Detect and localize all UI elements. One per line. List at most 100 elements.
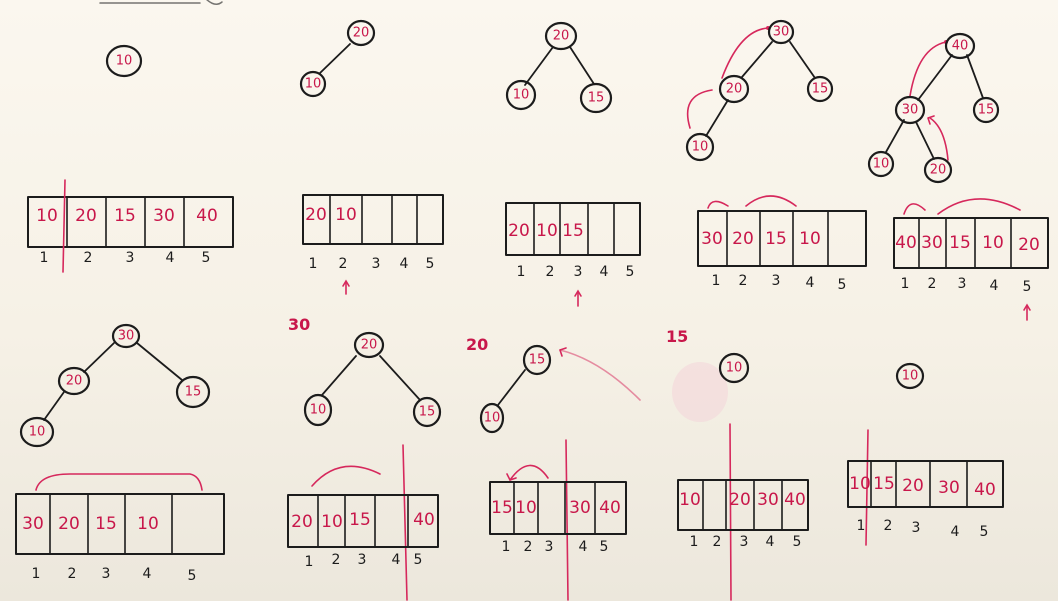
array-box [505, 202, 641, 256]
node-value: 30 [773, 25, 790, 40]
array-index: 3 [958, 276, 967, 292]
array-index: 2 [739, 273, 748, 289]
node-value: 15 [812, 82, 829, 97]
tree-6: 30 20 15 10 [19, 323, 211, 448]
array-9: 10 20 30 40 1 2 3 4 5 [677, 423, 809, 601]
array-cell: 10 [137, 514, 159, 534]
tree-node: 20 [544, 21, 578, 51]
array-cell: 20 [305, 205, 327, 225]
tree-node: 20 [57, 366, 91, 396]
array-index: 3 [102, 566, 111, 582]
node-value: 10 [484, 411, 501, 426]
array-index: 3 [372, 256, 381, 272]
node-value: 15 [185, 385, 202, 400]
array-index: 5 [626, 264, 635, 280]
node-value: 10 [116, 54, 133, 69]
top-scribble [99, 0, 223, 5]
array-box [15, 493, 225, 555]
array-cell: 20 [291, 512, 313, 532]
tree-5: 40 30 15 10 20 [867, 32, 1000, 184]
node-value: 10 [726, 361, 743, 376]
array-cell: 15 [562, 221, 584, 241]
array-index: 1 [502, 539, 511, 555]
erased-smudge [672, 362, 728, 422]
array-index: 1 [712, 273, 721, 289]
node-value: 30 [902, 103, 919, 118]
array-cell: 20 [508, 221, 530, 241]
array-index: 4 [600, 264, 609, 280]
array-cell: 10 [36, 206, 58, 226]
heap-step-4: 30 20 15 10 30 20 15 [685, 19, 867, 293]
array-index: 4 [392, 552, 401, 568]
array-cell: 10 [515, 498, 537, 518]
array-box [27, 196, 234, 248]
array-cell: 20 [732, 229, 754, 249]
array-7: 20 10 15 40 1 2 3 4 5 [287, 444, 439, 601]
tree-8: 15 10 [479, 344, 641, 434]
extracted-note: 20 [466, 335, 488, 354]
array-index: 3 [772, 273, 781, 289]
array-cell: 10 [849, 474, 871, 494]
array-index: 2 [546, 264, 555, 280]
array-index: 3 [740, 534, 749, 550]
array-cell: 15 [949, 233, 971, 253]
node-value: 40 [952, 39, 969, 54]
tree-node: 15 [806, 75, 834, 103]
array-index: 5 [1023, 279, 1032, 295]
array-cell: 30 [757, 490, 779, 510]
node-value: 10 [310, 403, 327, 418]
array-index: 2 [524, 539, 533, 555]
array-index: 5 [188, 568, 197, 584]
array-6: 30 20 15 10 1 2 3 4 5 [15, 473, 225, 584]
tree-node: 10 [105, 44, 143, 78]
array-index: 4 [166, 250, 175, 266]
array-cell: 10 [321, 512, 343, 532]
array-cell: 20 [58, 514, 80, 534]
array-index: 1 [901, 276, 910, 292]
tree-node: 10 [867, 150, 895, 178]
array-cell: 40 [196, 206, 218, 226]
array-cell: 15 [95, 514, 117, 534]
array-index: 5 [793, 534, 802, 550]
tree-7: 20 10 15 [303, 331, 442, 428]
array-cell: 15 [114, 206, 136, 226]
array-index: 1 [517, 264, 526, 280]
node-value: 10 [29, 425, 46, 440]
node-circle [105, 44, 143, 78]
array-10: 10 15 20 30 40 1 2 3 4 5 [847, 429, 1004, 546]
tree-node: 10 [479, 402, 505, 434]
node-value: 10 [305, 77, 322, 92]
tree-node: 15 [412, 396, 442, 428]
node-value: 15 [978, 103, 995, 118]
node-value: 15 [529, 353, 546, 368]
heap-step-1: 10 10 20 15 30 40 1 2 3 4 5 [27, 44, 234, 273]
array-5: 40 30 15 10 20 1 2 3 4 5 [893, 198, 1049, 321]
tree-node: 15 [579, 82, 613, 114]
array-index: 3 [912, 520, 921, 536]
array-index: 1 [40, 250, 49, 266]
array-index: 4 [400, 256, 409, 272]
array-cell: 30 [701, 229, 723, 249]
array-index: 2 [339, 256, 348, 272]
node-value: 10 [692, 140, 709, 155]
array-index: 5 [426, 256, 435, 272]
array-index: 1 [857, 518, 866, 534]
array-3: 20 10 15 1 2 3 4 5 [505, 202, 641, 307]
heap-step-5: 40 30 15 10 20 [867, 32, 1049, 321]
tree-node: 30 [894, 95, 926, 125]
node-value: 20 [930, 163, 947, 178]
array-index: 5 [414, 552, 423, 568]
heap-step-7: 30 20 10 15 20 10 [287, 315, 442, 601]
array-index: 5 [202, 250, 211, 266]
array-box [697, 210, 867, 267]
heap-step-10: 10 10 15 20 30 40 1 2 3 4 5 [847, 362, 1004, 546]
tree-node: 10 [19, 416, 55, 448]
tree-node: 10 [303, 393, 333, 427]
pointer-arrow [574, 289, 582, 307]
heap-step-2: 20 10 20 10 1 2 3 4 5 [299, 19, 444, 295]
node-value: 10 [902, 369, 919, 384]
array-cell: 15 [349, 510, 371, 530]
array-index: 1 [305, 554, 314, 570]
array-index: 4 [766, 534, 775, 550]
array-box [302, 194, 444, 245]
